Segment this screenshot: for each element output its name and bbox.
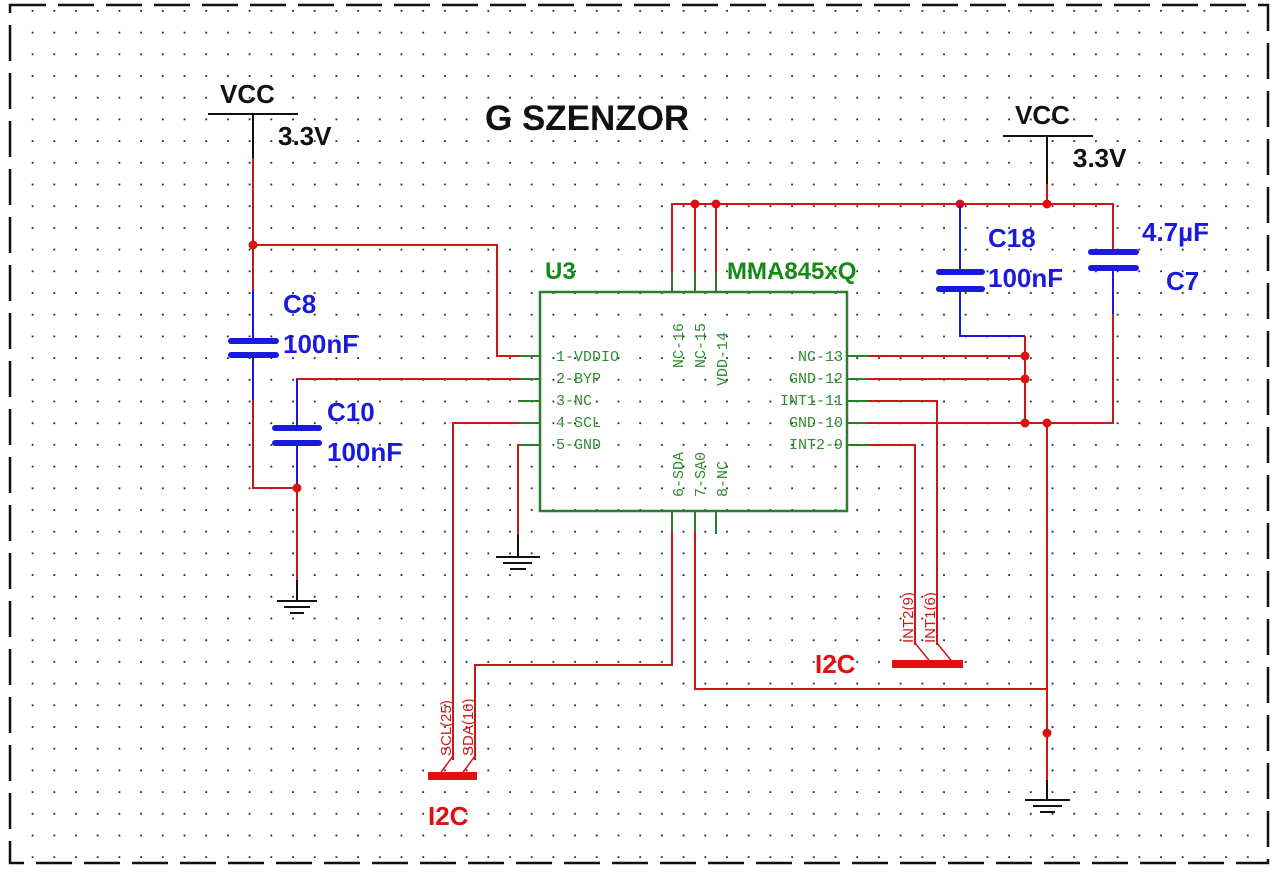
c18-refdes: C18 bbox=[988, 223, 1036, 253]
vcc-right-label: VCC bbox=[1015, 100, 1070, 130]
vcc-left-voltage: 3.3V bbox=[278, 121, 332, 151]
ground-symbol bbox=[1025, 780, 1070, 813]
bus-label-i2c: I2C bbox=[428, 801, 469, 831]
c8-refdes: C8 bbox=[283, 289, 316, 319]
c10-refdes: C10 bbox=[327, 397, 375, 427]
vcc-left-label: VCC bbox=[220, 79, 275, 109]
capacitor-c7[interactable]: 4.7µF C7 bbox=[1088, 204, 1209, 314]
i2c-bus-left[interactable]: SCL(25) SDA(16) I2C bbox=[428, 698, 477, 831]
pin-3-nc: 3-NC bbox=[556, 393, 592, 410]
junction bbox=[1020, 418, 1030, 428]
ic-u3[interactable]: U3 MMA845xQ 1-VDDIO 2-BYP 3-NC 4-SCL 5-G… bbox=[520, 258, 868, 534]
vcc-left-symbol[interactable]: VCC 3.3V bbox=[208, 79, 332, 158]
net-label-int1: INT1(6) bbox=[922, 592, 939, 643]
junction bbox=[1020, 374, 1030, 384]
junction bbox=[1042, 728, 1052, 738]
junction bbox=[1020, 351, 1030, 361]
i2c-bus-right[interactable]: INT2(9) INT1(6) I2C bbox=[815, 592, 963, 679]
ground-symbol bbox=[496, 535, 540, 570]
junction bbox=[711, 199, 721, 209]
bus-label-i2c: I2C bbox=[815, 649, 856, 679]
pin-15-nc: NC-15 bbox=[693, 323, 710, 368]
wire-sa0[interactable] bbox=[694, 531, 1047, 690]
vcc-right-symbol[interactable]: VCC 3.3V bbox=[1003, 100, 1127, 204]
capacitor-c8[interactable]: C8 100nF bbox=[228, 289, 358, 400]
c7-refdes: C7 bbox=[1166, 266, 1199, 296]
pin-5-gnd: 5-GND bbox=[556, 437, 601, 454]
schematic-title: G SZENZOR bbox=[485, 99, 689, 138]
sheet-border bbox=[8, 3, 1270, 865]
pin-12-gnd: GND-12 bbox=[789, 371, 843, 388]
net-label-scl: SCL(25) bbox=[438, 700, 455, 756]
pin-6-sda: 6-SDA bbox=[671, 452, 688, 497]
capacitor-c18[interactable]: C18 100nF bbox=[936, 204, 1063, 337]
ic-part-number: MMA845xQ bbox=[727, 258, 856, 285]
ic-refdes: U3 bbox=[545, 258, 576, 285]
pin-13-nc: NC-13 bbox=[798, 349, 843, 366]
pin-14-vdd: VDD-14 bbox=[715, 332, 732, 386]
wire-vddio[interactable] bbox=[252, 158, 540, 357]
pin-4-scl: 4-SCL bbox=[556, 415, 601, 432]
capacitor-c10[interactable]: C10 100nF bbox=[272, 379, 402, 488]
pin-9-int2: INT2-9 bbox=[789, 437, 843, 454]
pin-1-vddio: 1-VDDIO bbox=[556, 349, 619, 366]
c10-value: 100nF bbox=[327, 437, 402, 467]
pin-2-byp: 2-BYP bbox=[556, 371, 601, 388]
junction bbox=[690, 199, 700, 209]
c18-value: 100nF bbox=[988, 263, 1063, 293]
pin-7-sa0: 7-SA0 bbox=[693, 452, 710, 497]
ground-symbol bbox=[277, 580, 317, 614]
pin-10-gnd: GND-10 bbox=[789, 415, 843, 432]
vcc-right-voltage: 3.3V bbox=[1073, 143, 1127, 173]
net-label-sda: SDA(16) bbox=[460, 698, 477, 756]
pin-11-int1: INT1-11 bbox=[780, 393, 843, 410]
pin-8-nc: 8-NC bbox=[715, 461, 732, 497]
wire-int1[interactable] bbox=[868, 400, 938, 645]
wire-scl[interactable] bbox=[452, 422, 540, 760]
wire-int2[interactable] bbox=[868, 444, 916, 645]
c7-value: 4.7µF bbox=[1142, 217, 1209, 247]
dot-grid bbox=[14, 8, 1268, 858]
c8-value: 100nF bbox=[283, 329, 358, 359]
wire-sda[interactable] bbox=[474, 531, 673, 760]
net-label-int2: INT2(9) bbox=[900, 592, 917, 643]
pin-16-nc: NC-16 bbox=[671, 323, 688, 368]
